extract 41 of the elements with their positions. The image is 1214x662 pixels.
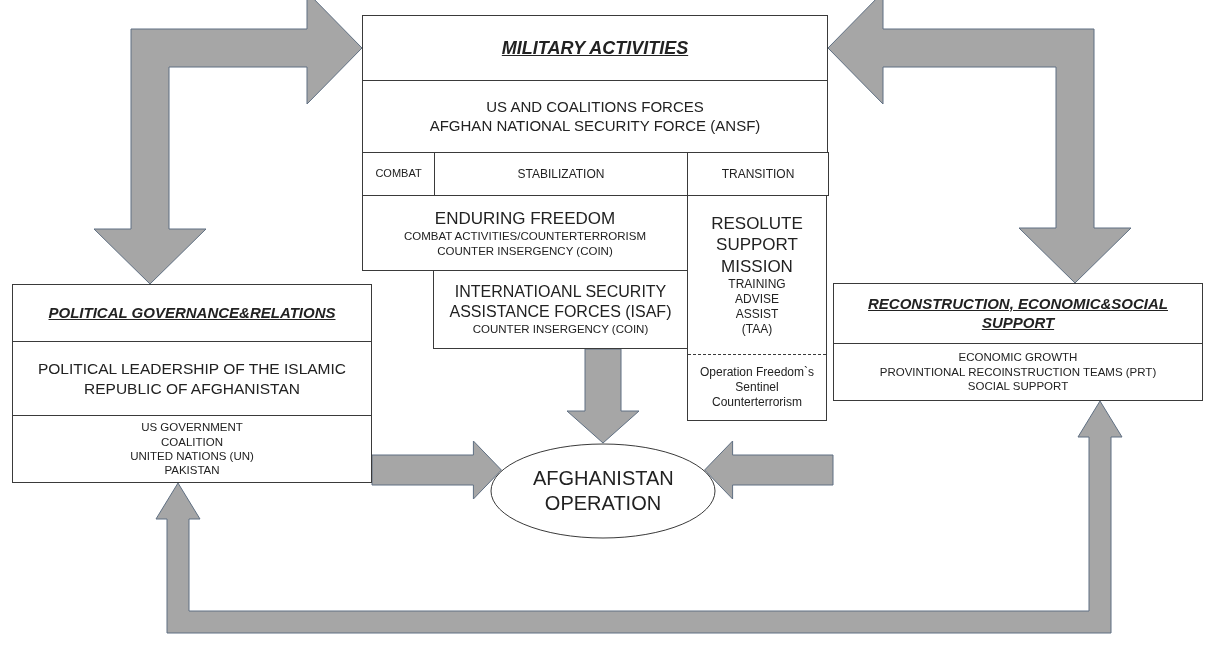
block-arrow: [827, 0, 1132, 284]
box-text: US AND COALITIONS FORCES: [486, 97, 704, 117]
block-arrow: [371, 440, 502, 500]
ellipse-node: [490, 443, 716, 539]
process-box: [12, 284, 372, 483]
box-text: COMBAT: [375, 167, 422, 181]
process-box: [362, 15, 828, 81]
box-text: COUNTER INSERGENCY (COIN): [437, 243, 613, 258]
block-arrow: [566, 348, 640, 444]
box-text: ECONOMIC GROWTH: [958, 350, 1078, 365]
box-text: AFGHAN NATIONAL SECURITY FORCE (ANSF): [429, 116, 761, 136]
box-text: TRAINING: [728, 276, 786, 292]
box-text: COALITION: [161, 434, 223, 449]
box-text: (TAA): [741, 321, 773, 337]
box-text: Operation Freedom`s Sentinel Counterterrorism: [698, 365, 815, 410]
box-text: ASSIST: [735, 306, 779, 322]
heading-text: POLITICAL GOVERNANCE&RELATIONS: [48, 303, 336, 323]
block-arrow: [93, 0, 363, 285]
block-arrow: [704, 440, 834, 500]
block-arrow: [155, 400, 1123, 634]
box-text: ENDURING FREEDOM: [434, 208, 616, 230]
box-text: POLITICAL LEADERSHIP OF THE ISLAMIC REPUBLIC OF AFGHANISTAN: [36, 359, 348, 398]
box-text: COUNTER INSERGENCY (COIN): [472, 322, 649, 337]
process-box: [433, 270, 688, 349]
box-text: UNITED NATIONS (UN): [130, 449, 254, 464]
process-box: [833, 283, 1203, 401]
heading-text: RECONSTRUCTION, ECONOMIC&SOCIAL SUPPORT: [867, 294, 1169, 333]
box-text: INTERNATIOANL SECURITY ASSISTANCE FORCES (ISAF): [448, 282, 673, 323]
box-text: SOCIAL SUPPORT: [967, 379, 1069, 394]
process-box: [362, 80, 828, 153]
box-text: PROVINTIONAL RECOINSTRUCTION TEAMS (PRT): [879, 364, 1157, 380]
heading-text: MILITARY ACTIVITIES: [501, 36, 689, 60]
box-text: RESOLUTE SUPPORT MISSION: [710, 213, 804, 277]
box-text: STABILIZATION: [517, 166, 605, 182]
box-text: US GOVERNMENT: [141, 420, 243, 435]
box-text: COMBAT ACTIVITIES/COUNTERTERRORISM: [403, 229, 647, 244]
box-text: TRANSITION: [721, 166, 795, 182]
box-text: AFGHANISTAN OPERATION: [533, 466, 673, 516]
box-text: PAKISTAN: [164, 463, 220, 478]
box-text: ADVISE: [735, 291, 779, 307]
process-box: [687, 195, 827, 421]
